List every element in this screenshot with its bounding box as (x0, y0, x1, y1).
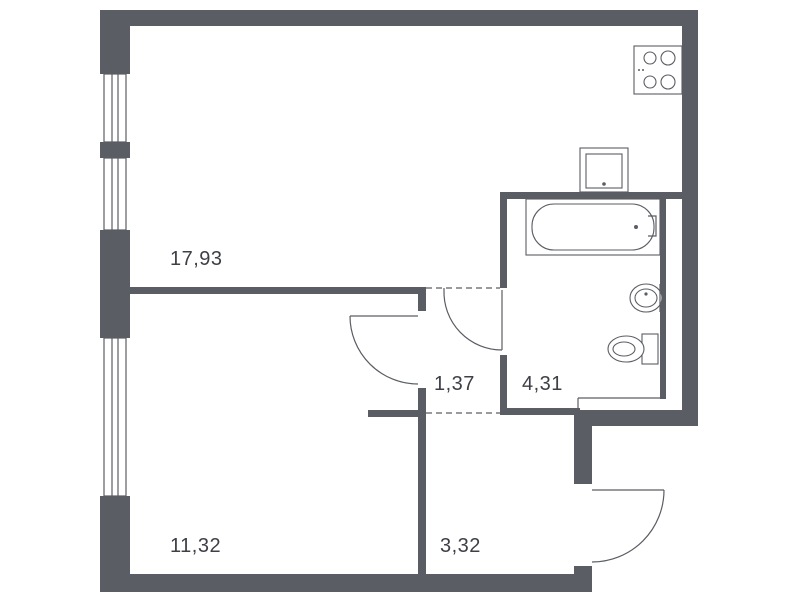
outer-walls (100, 10, 698, 592)
bathroom-area: 4,31 (522, 373, 563, 395)
window-2 (103, 157, 127, 231)
windows (103, 73, 127, 497)
stove-icon (633, 45, 683, 95)
hallway-area: 3,32 (440, 535, 481, 557)
window-3 (103, 337, 127, 497)
interior-walls (130, 192, 686, 574)
entrance-door (591, 489, 665, 563)
washbasin-icon (629, 283, 663, 313)
sink-icon (579, 147, 629, 193)
window-1 (103, 73, 127, 143)
bathtub-icon (525, 198, 661, 256)
bathroom-door (443, 288, 503, 351)
living-room-area: 17,93 (170, 248, 223, 270)
bedroom-area: 11,32 (170, 535, 221, 557)
doors (349, 287, 665, 563)
corridor-area: 1,37 (434, 373, 475, 395)
bedroom-door (349, 315, 419, 385)
toilet-icon (607, 333, 659, 365)
